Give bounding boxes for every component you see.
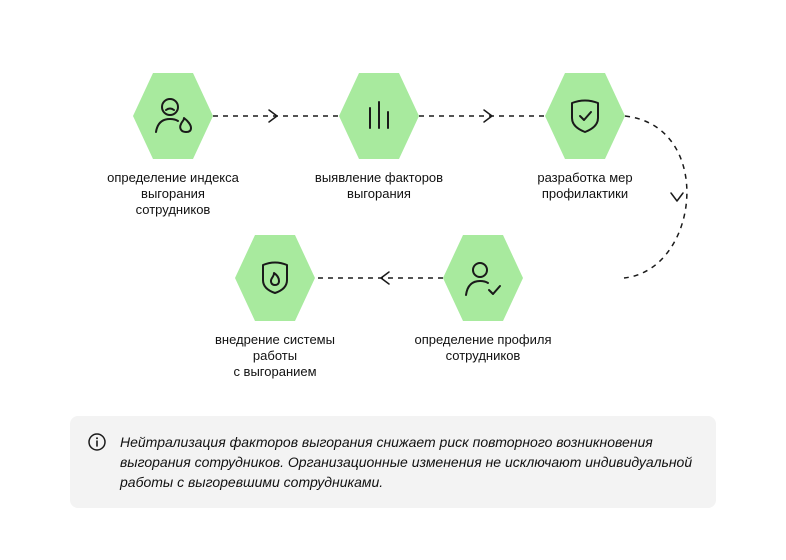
shield-fire-icon <box>262 261 288 294</box>
info-note: Нейтрализация факторов выгорания снижает… <box>70 416 716 508</box>
step-4-hexagon <box>443 235 523 321</box>
user-check-icon <box>465 262 501 296</box>
step-1-label: определение индекса выгорания сотруднико… <box>107 170 239 217</box>
step-4-node <box>443 235 523 321</box>
info-icon <box>88 433 106 451</box>
step-3-hexagon <box>545 73 625 159</box>
arrow-3-4 <box>670 192 684 202</box>
step-1-hexagon <box>133 73 213 159</box>
shield-check-icon <box>571 99 599 133</box>
bar-chart-icon <box>369 101 389 129</box>
arrow-4-5 <box>380 271 390 285</box>
info-note-text: Нейтрализация факторов выгорания снижает… <box>120 434 693 490</box>
process-flow-diagram <box>133 73 688 321</box>
step-5-hexagon <box>235 235 315 321</box>
step-5-node <box>235 235 315 321</box>
step-4-label: определение профиля сотрудников <box>414 332 552 363</box>
step-1-node <box>133 73 213 159</box>
step-3-node <box>545 73 625 159</box>
arrow-2-3 <box>483 109 493 123</box>
arrow-1-2 <box>268 109 278 123</box>
connector-3-4 <box>623 115 688 279</box>
step-5-label: внедрение системы работы с выгоранием <box>215 332 335 379</box>
step-2-node <box>339 73 419 159</box>
step-2-label: выявление факторов выгорания <box>314 170 444 201</box>
step-3-label: разработка мер профилактики <box>537 170 633 201</box>
user-fire-icon <box>155 98 192 133</box>
